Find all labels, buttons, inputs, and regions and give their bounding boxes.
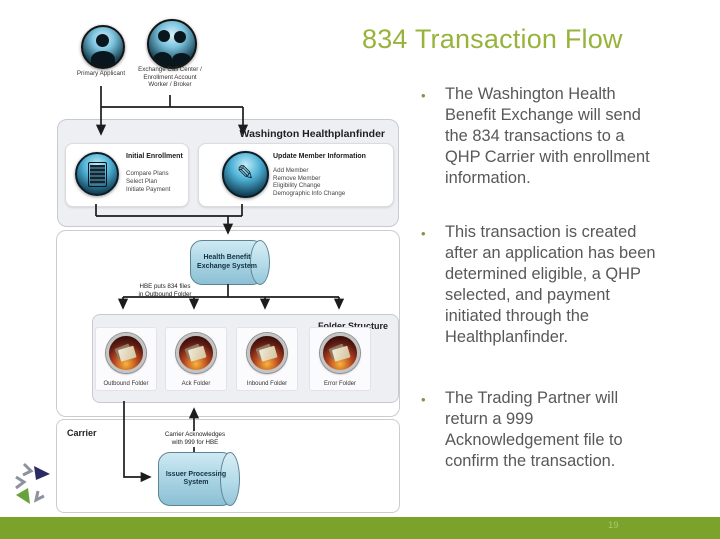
call-center-label: Exchange Call Center / Enrollment Accoun… xyxy=(138,66,202,88)
initial-enrollment-box: Initial Enrollment Compare Plans Select … xyxy=(65,143,189,207)
bullet-item: • The Washington Health Benefit Exchange… xyxy=(421,84,693,189)
outbound-folder-icon xyxy=(106,333,146,373)
hbe-logo-icon xyxy=(15,462,50,504)
page-number: 19 xyxy=(608,520,619,531)
hbe-note: HBE puts 834 files in Outbound Folder xyxy=(138,283,192,298)
folder-structure-box: Folder Structure Outbound Folder Ack Fol… xyxy=(92,314,399,403)
error-folder-label: Error Folder xyxy=(323,381,356,387)
issuer-processing-label: Issuer Processing System xyxy=(165,470,227,487)
healthplanfinder-box: Washington Healthplanfinder Initial Enro… xyxy=(57,119,399,227)
issuer-processing-cylinder: Issuer Processing System xyxy=(158,452,240,506)
primary-applicant-label: Primary Applicant xyxy=(76,70,126,77)
page-title: 834 Transaction Flow xyxy=(362,24,623,54)
inbound-folder-label: Inbound Folder xyxy=(246,381,288,387)
call-center-icon xyxy=(147,19,197,69)
bullet-text: The Washington Health Benefit Exchange w… xyxy=(445,85,650,187)
update-member-title: Update Member Information xyxy=(273,153,366,160)
enrollment-document-icon xyxy=(75,152,119,196)
outbound-folder-tile: Outbound Folder xyxy=(95,327,157,391)
inbound-folder-tile: Inbound Folder xyxy=(236,327,298,391)
error-folder-icon xyxy=(320,333,360,373)
ack-folder-label: Ack Folder xyxy=(181,381,211,387)
update-member-box: ✎ Update Member Information Add Member R… xyxy=(198,143,394,207)
carrier-ack-note: Carrier Acknowledges with 999 for HBE xyxy=(150,431,240,447)
bullet-icon: • xyxy=(421,88,426,103)
bullet-item: • This transaction is created after an a… xyxy=(421,222,693,348)
folder-structure-label: Folder Structure xyxy=(317,321,388,331)
primary-applicant-icon xyxy=(81,25,125,69)
footer-bar: 19 xyxy=(0,517,720,539)
inbound-folder-icon xyxy=(247,333,287,373)
hbe-system-label: Health Benefit Exchange System xyxy=(197,254,257,270)
bullet-item: • The Trading Partner will return a 999 … xyxy=(421,388,693,472)
ack-folder-tile: Ack Folder xyxy=(165,327,227,391)
error-folder-tile: Error Folder xyxy=(309,327,371,391)
bullet-text: This transaction is created after an app… xyxy=(445,223,656,346)
initial-enrollment-title: Initial Enrollment xyxy=(126,153,183,160)
hbe-system-cylinder: Health Benefit Exchange System xyxy=(190,240,270,285)
update-member-items: Add Member Remove Member Eligibility Cha… xyxy=(273,167,346,197)
initial-enrollment-items: Compare Plans Select Plan Initiate Payme… xyxy=(126,170,171,193)
healthplanfinder-label: Washington Healthplanfinder xyxy=(239,128,385,140)
bullet-icon: • xyxy=(421,226,426,241)
edit-pencil-icon: ✎ xyxy=(222,151,269,198)
bullet-text: The Trading Partner will return a 999 Ac… xyxy=(445,389,623,470)
carrier-label: Carrier xyxy=(67,428,97,438)
outbound-folder-label: Outbound Folder xyxy=(103,381,149,387)
ack-folder-icon xyxy=(176,333,216,373)
bullet-icon: • xyxy=(421,392,426,407)
